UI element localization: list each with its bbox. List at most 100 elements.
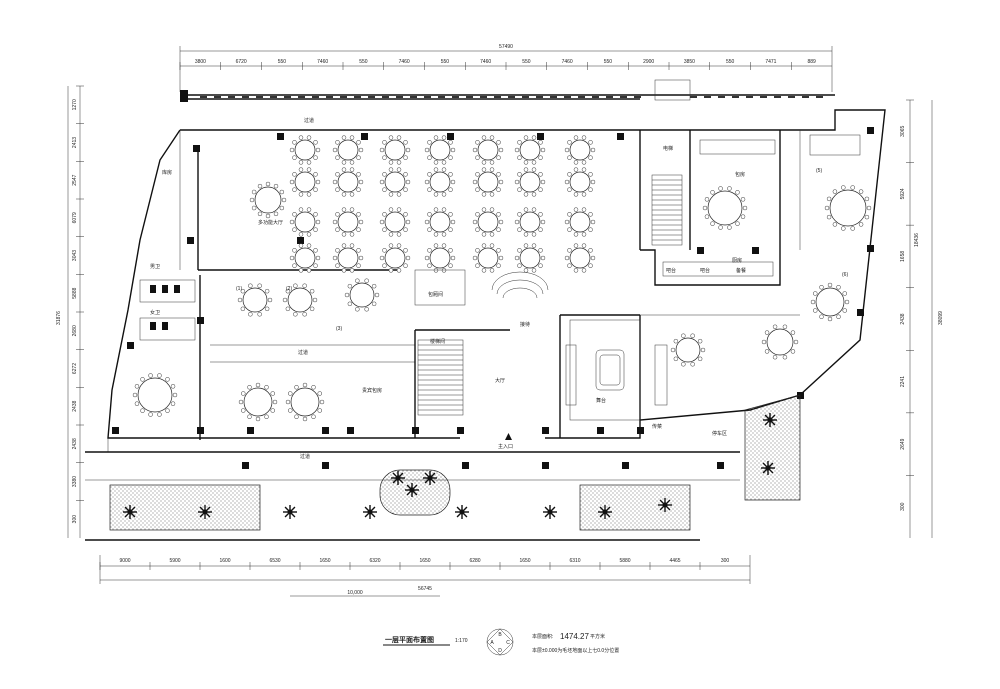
chair [496,172,501,177]
chair [704,197,710,202]
chair [148,412,153,417]
chair [341,160,347,165]
compass-s: D [498,648,502,654]
chair [826,214,832,220]
chair [489,135,495,140]
chair [349,232,355,237]
chair [764,349,770,354]
chair [433,207,439,212]
chair [312,297,318,303]
table-top [384,211,406,233]
chair [264,414,269,419]
chair [813,308,818,313]
round-table [514,243,546,273]
table-top [384,171,406,193]
chair [427,140,432,145]
chair [285,288,291,294]
chair [306,160,312,165]
chair [590,219,596,225]
chair [302,312,307,317]
chair [293,283,298,288]
table-top [337,211,359,233]
column [797,392,804,399]
round-table [289,207,321,237]
chair [388,160,394,165]
chair [538,248,543,253]
chair [827,282,833,288]
chair [581,243,587,248]
chair [358,147,364,153]
chair [371,283,377,289]
plant-icon [658,498,672,512]
chair [475,155,480,160]
dim-top-seg-label: 3850 [684,59,695,65]
dim-bottom-extra: 10,000 [347,590,363,596]
table-top [337,247,359,269]
room-service: 备餐 [736,267,746,274]
chair [313,227,318,232]
chair [441,207,447,212]
chair [790,349,796,354]
round-table [824,185,872,231]
chair [273,183,279,189]
dim-bottom-seg-label: 4465 [669,558,680,564]
table-top [477,171,499,193]
chair [335,227,340,232]
chair [782,324,788,330]
chair [514,179,520,185]
chair [450,179,456,185]
chair [673,356,679,362]
dim-bottom-seg-label: 6280 [469,558,480,564]
column [347,427,354,434]
chair [306,232,312,237]
structural-columns [112,96,874,469]
table-top [707,190,743,226]
column [637,427,644,434]
table-top [287,287,313,313]
round-table [332,135,364,165]
chair [267,297,273,303]
chair [450,255,456,261]
chair [523,167,529,172]
dim-bottom-seg-label: 6530 [269,558,280,564]
chair [289,179,295,185]
chair [475,248,480,253]
chair [302,382,308,388]
room-elevator: 电梯 [663,145,673,152]
chair [335,248,340,253]
chair [735,221,740,226]
room-box-b: (2) [286,286,292,292]
chair [289,219,295,225]
chair [841,226,846,231]
chair [358,179,364,185]
column [361,133,368,140]
chair [355,278,360,283]
chair [475,227,480,232]
table-top [294,247,316,269]
chair [257,183,263,189]
plant-icon [405,483,419,497]
lobby-fountain [414,269,549,306]
elevation-note: 本层±0.000为毛坯地面以上七0.0分位置 [532,647,619,654]
dim-bottom-seg-label: 1650 [519,558,530,564]
round-table [564,207,596,237]
chair [567,263,572,268]
chair [588,155,593,160]
chair [481,207,487,212]
chair [396,232,402,237]
chair [782,354,788,360]
chair [403,227,408,232]
chair [292,263,297,268]
round-table [344,278,380,312]
chair [298,160,304,165]
chair [475,172,480,177]
chair [517,155,522,160]
dim-bottom-total: 56745 [418,586,432,592]
room-corridor-top: 过道 [304,117,314,124]
chair [382,248,387,253]
round-table [285,382,325,422]
chair [514,219,520,225]
dimension-left: 31876 1270241325476079304358882680627224… [56,85,84,538]
chair [498,147,504,153]
